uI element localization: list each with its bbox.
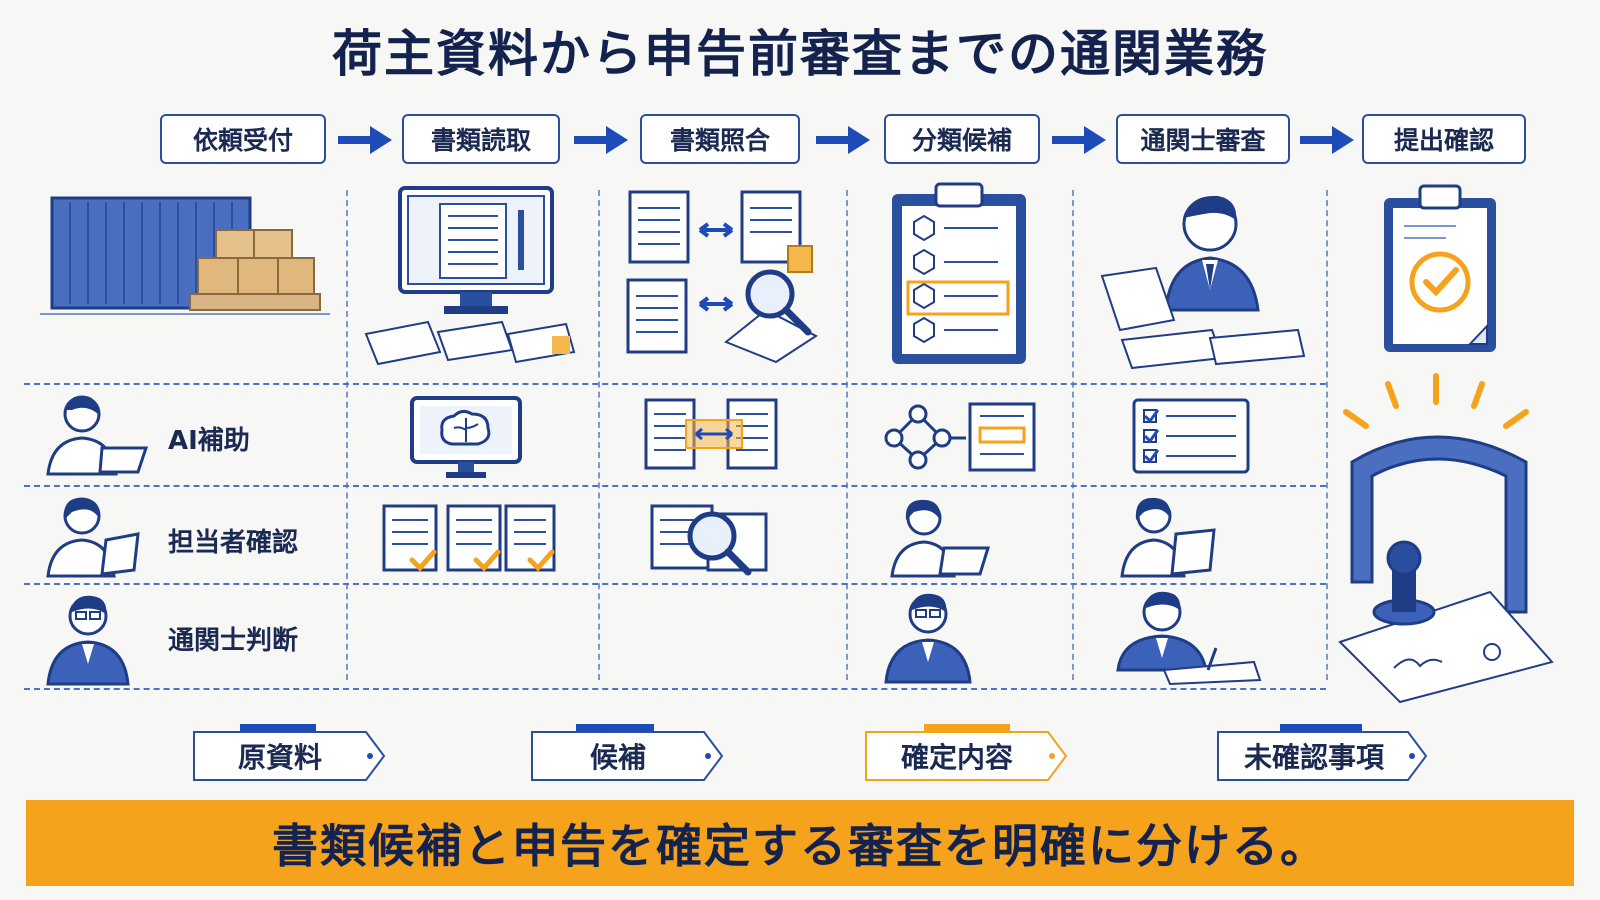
submission-check-clipboard-icon [1384,184,1496,352]
lane-divider [24,583,1326,585]
column-divider [598,190,600,680]
lane-divider [24,688,1326,690]
lane-divider [24,485,1326,487]
lane-divider [24,383,1326,385]
arrow-right-icon [574,126,628,154]
output-tag-label: 確定内容 [900,741,1013,774]
output-tag-candidate: 候補 [530,722,724,782]
ai-operator-avatar [46,395,149,476]
ai-checklist-icon [1132,398,1250,474]
output-tag-source-material: 原資料 [192,722,386,782]
staff-reviewer-avatar [1120,497,1216,578]
computer-document-scan-icon [364,186,576,366]
lane-label-ai-assist: AI補助 [168,426,250,456]
document-matching-icon [626,190,818,364]
arrow-right-icon [816,126,870,154]
column-divider [1326,190,1328,680]
broker-signing-avatar [1116,591,1262,686]
staff-checker-avatar [46,497,140,578]
ai-brain-monitor-icon [410,396,522,478]
step-submission-check: 提出確認 [1362,114,1526,164]
conclusion-banner: 書類候補と申告を確定する審査を明確に分ける。 [26,800,1574,886]
broker-thinking-avatar [884,593,972,684]
step-broker-review: 通関士審査 [1116,114,1290,164]
output-tag-label: 原資料 [237,741,322,774]
output-tag-confirmed-content: 確定内容 [864,722,1068,782]
column-divider [1072,190,1074,680]
arrow-right-icon [1300,126,1354,154]
step-classification-candidate: 分類候補 [884,114,1040,164]
column-divider [346,190,348,680]
classification-clipboard-icon [892,182,1026,364]
step-document-reading: 書類読取 [402,114,560,164]
staff-magnifier-documents-icon [650,504,768,576]
arrow-right-icon [1052,126,1106,154]
output-tag-label: 未確認事項 [1243,741,1384,774]
customs-gate-stamp-icon [1338,373,1554,704]
staff-laptop-avatar [890,499,991,578]
lane-label-staff-check: 担当者確認 [168,528,299,558]
container-cargo-icon [40,196,330,315]
output-tag-unconfirmed-items: 未確認事項 [1216,722,1428,782]
ai-document-compare-icon [644,398,778,470]
output-tag-label: 候補 [589,741,646,774]
lane-label-broker-judgment: 通関士判断 [168,626,299,656]
ai-network-classification-icon [884,402,1036,472]
step-intake: 依頼受付 [160,114,326,164]
broker-reviewing-document-icon [1100,195,1306,370]
staff-checked-documents-icon [382,504,556,572]
step-document-matching: 書類照合 [640,114,800,164]
arrow-right-icon [338,126,392,154]
customs-broker-avatar [46,595,130,686]
column-divider [846,190,848,680]
page-title: 荷主資料から申告前審査までの通関業務 [332,25,1268,83]
